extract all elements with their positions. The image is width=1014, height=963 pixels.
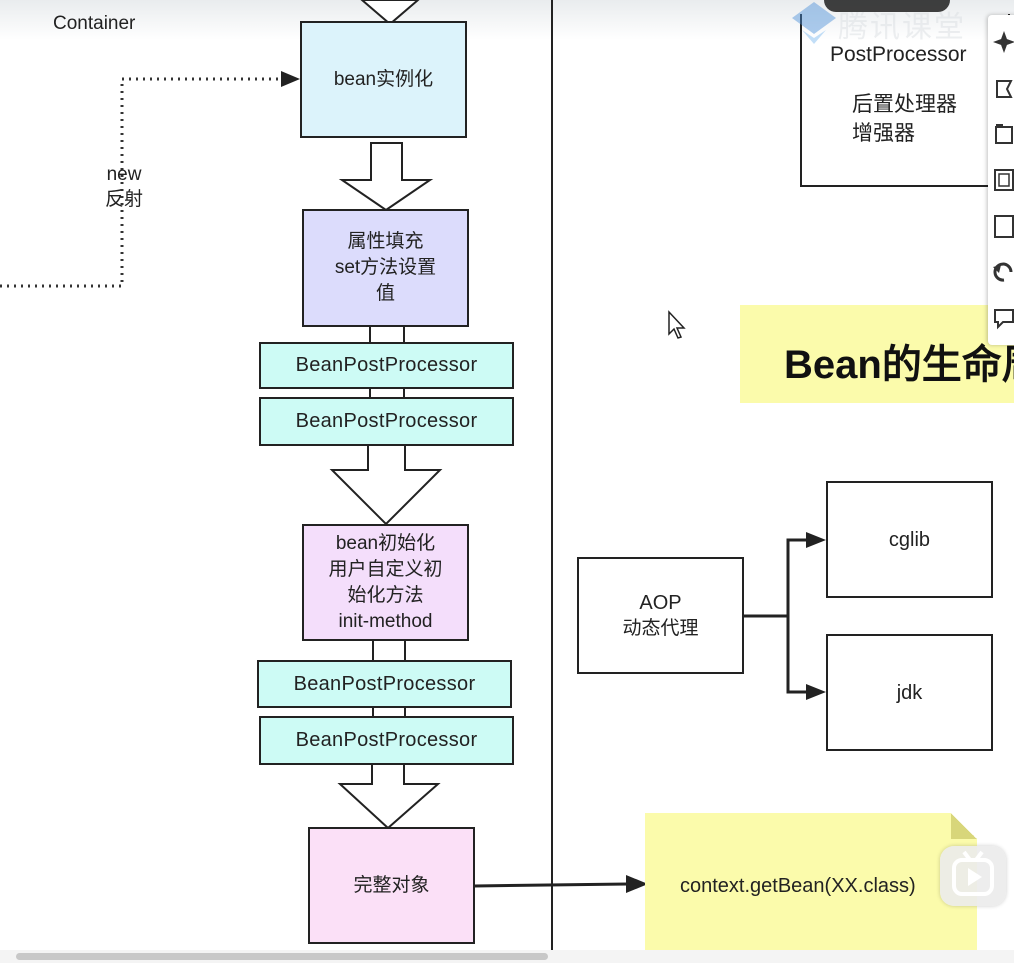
right-toolbar [988,15,1014,345]
lifecycle-heading: Bean的生命周 [784,343,1014,387]
flow-arrow-1 [338,142,434,212]
reflect-arrowhead [281,71,300,87]
init-step: bean初始化 用户自定义初 始化方法 init-method [302,524,469,641]
mouse-cursor-icon [668,310,686,339]
top-flow-arrow [360,0,420,26]
populate-label: 属性填充 set方法设置 值 [334,231,437,304]
undo-icon[interactable] [991,259,1014,285]
complete-label: 完整对象 [353,874,430,896]
bean-post-processor-after-1: BeanPostProcessor [257,660,512,708]
jdk-label: jdk [896,681,923,704]
complete-object-step: 完整对象 [308,827,475,944]
bpp-label: BeanPostProcessor [295,354,478,376]
container-label: Container [53,13,136,34]
watermark-logo: 腾讯课堂 [788,0,1014,46]
cglib-label: cglib [888,528,931,551]
navigate-icon[interactable] [991,29,1014,55]
aop-box: AOP 动态代理 [577,557,744,674]
post-processor-content: PostProcessor 后置处理器 增强器 [802,14,1008,148]
getbean-arrowhead [626,875,648,893]
panel-icon[interactable] [991,121,1014,147]
pin-icon[interactable] [991,77,1014,103]
bean-post-processor-before-2: BeanPostProcessor [259,397,514,446]
flow-arrow-3 [337,763,441,830]
top-pill-control[interactable] [824,0,950,12]
horizontal-scrollbar-track[interactable] [0,950,1014,963]
dock-icon[interactable] [991,167,1014,193]
bean-post-processor-after-2: BeanPostProcessor [259,716,514,765]
cglib-box: cglib [826,481,993,598]
tencent-logo-icon [792,2,836,44]
aop-title: AOP [639,591,682,614]
getbean-note: context.getBean(XX.class) [645,813,977,950]
flow-arrow-2 [329,444,443,526]
reflect-dotted-path [0,77,288,288]
aop-subtitle: 动态代理 [622,617,699,639]
bpp-label: BeanPostProcessor [295,410,478,432]
bean-post-processor-before-1: BeanPostProcessor [259,342,514,389]
new-reflect-label: new 反射 [104,164,143,210]
floating-play-button[interactable] [940,846,1006,906]
jdk-arrowhead [806,684,826,700]
getbean-label: context.getBean(XX.class) [680,875,916,897]
lifecycle-heading-box: Bean的生命周 [740,305,1014,403]
post-processor-title: PostProcessor [830,43,967,66]
post-processor-desc: 后置处理器 增强器 [852,93,957,145]
blank-icon[interactable] [991,213,1014,239]
populate-step: 属性填充 set方法设置 值 [302,209,469,327]
horizontal-scrollbar-thumb[interactable] [16,953,548,960]
init-label: bean初始化 用户自定义初 始化方法 init-method [328,532,443,632]
instantiate-step: bean实例化 [300,21,467,138]
watermark-text: 腾讯课堂 [838,11,966,44]
comment-icon[interactable] [991,305,1014,331]
bpp-label: BeanPostProcessor [295,729,478,751]
jdk-box: jdk [826,634,993,751]
play-icon [952,850,994,896]
instantiate-label: bean实例化 [333,68,434,90]
bpp-label: BeanPostProcessor [293,672,476,695]
note-fold-corner [951,813,977,839]
cglib-arrowhead [806,532,826,548]
